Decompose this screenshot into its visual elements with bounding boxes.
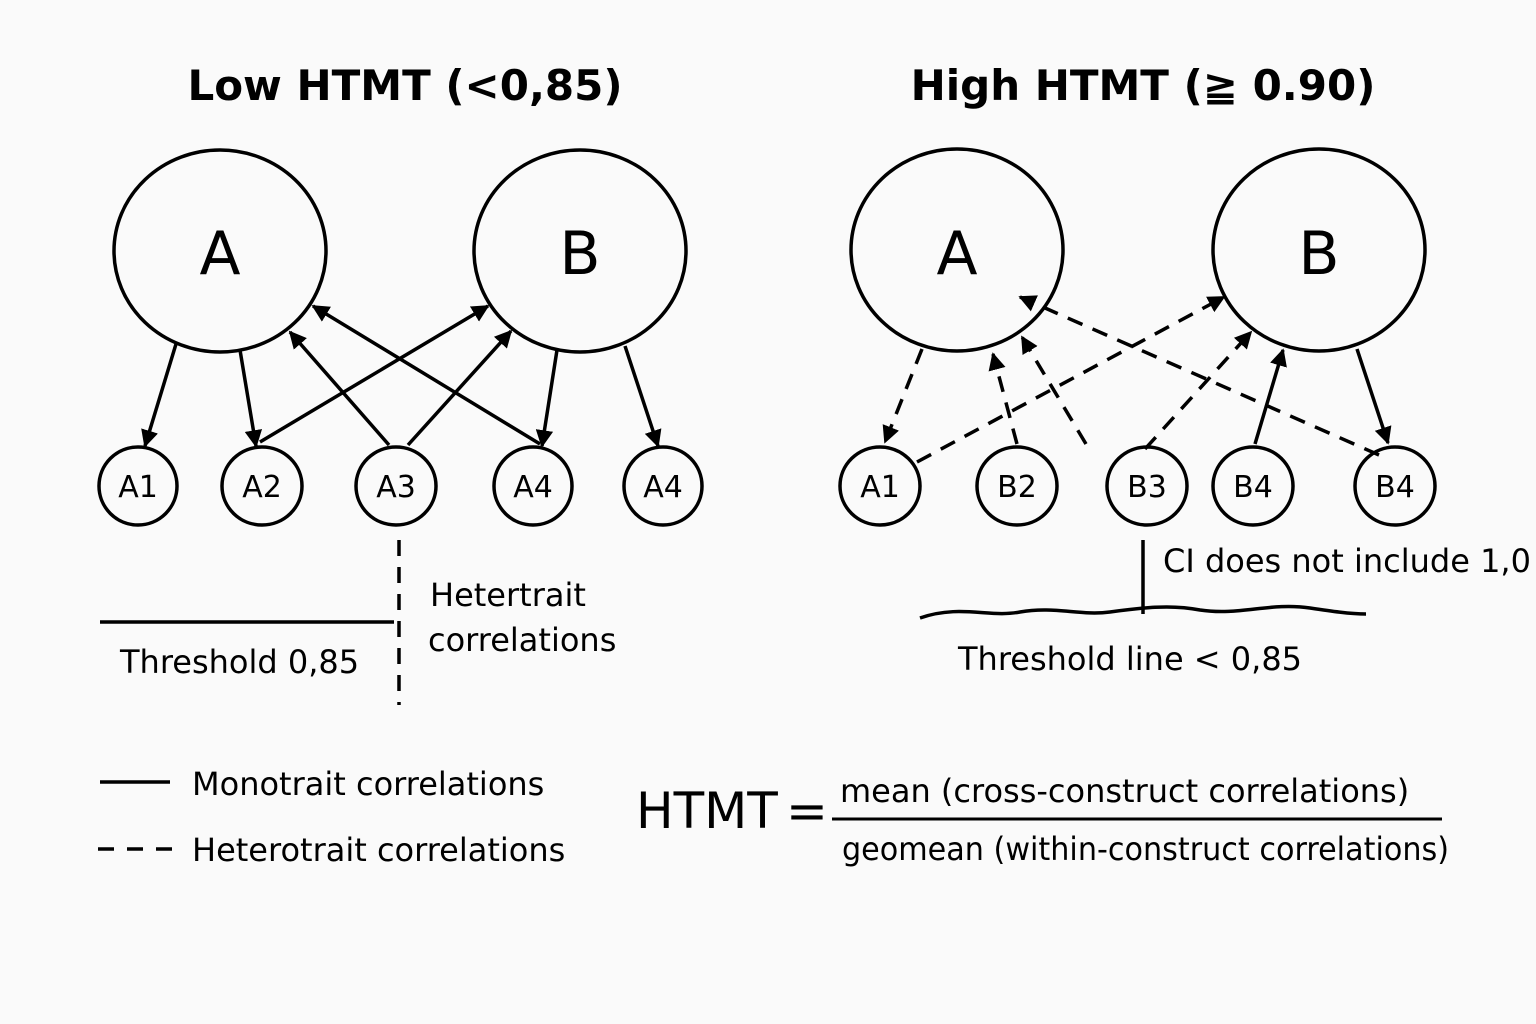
panel-title-low: Low HTMT (<0,85) <box>187 61 622 110</box>
htmt-formula: HTMT = mean (cross-construct correlation… <box>636 772 1449 868</box>
panel-high-htmt: High HTMT (≧ 0.90) A B A1 B2 B3 <box>838 61 1531 678</box>
formula-denominator: geomean (within-construct correlations) <box>842 830 1449 868</box>
edge-b4-a <box>1018 295 1380 457</box>
annotation-hetertrait: Hetertrait <box>430 576 586 614</box>
indicator-label: B3 <box>1127 470 1167 505</box>
edge-b-a4b <box>623 345 662 448</box>
indicator-node: B2 <box>975 445 1059 527</box>
indicator-label: A1 <box>118 470 158 505</box>
edge-a-a2 <box>238 349 263 448</box>
legend: Monotrait correlations Heterotrait corre… <box>98 765 565 869</box>
threshold-label-low: Threshold 0,85 <box>119 643 359 681</box>
threshold-label-high: Threshold line < 0,85 <box>957 640 1302 678</box>
indicator-label: B4 <box>1233 470 1273 505</box>
indicator-label: A4 <box>643 470 683 505</box>
indicator-node: A1 <box>97 445 179 527</box>
edge-a4-a <box>311 304 541 446</box>
formula-numerator: mean (cross-construct correlations) <box>840 772 1409 810</box>
indicator-node: A1 <box>838 445 922 527</box>
construct-label-a: A <box>936 219 977 289</box>
panel-low-htmt: Low HTMT (<0,85) A B A1 A2 <box>97 61 704 705</box>
edge-a2-b <box>259 304 490 444</box>
edge-a-a1 <box>141 343 178 448</box>
edge-a-a1 <box>882 348 924 444</box>
construct-label-b: B <box>559 219 600 289</box>
edge-b4-b <box>1253 348 1287 445</box>
edge-b-b4 <box>1355 348 1392 445</box>
indicator-node: B4 <box>1211 445 1295 527</box>
formula-equals: = <box>786 782 828 840</box>
ci-label: CI does not include 1,0 <box>1163 542 1531 580</box>
construct-node-b: B <box>1211 147 1427 353</box>
formula-lhs: HTMT <box>636 782 778 840</box>
indicator-label: A1 <box>860 470 900 505</box>
panel-title-high: High HTMT (≧ 0.90) <box>911 61 1376 110</box>
construct-node-b: B <box>472 148 688 354</box>
edge-b3-b <box>1143 330 1253 451</box>
edge-a3-b <box>406 329 513 447</box>
indicator-node: A4 <box>492 445 574 527</box>
indicator-label: A3 <box>376 470 416 505</box>
edge-a3-a <box>288 330 391 447</box>
annotation-correlations: correlations <box>428 621 616 659</box>
indicator-label: A4 <box>513 470 553 505</box>
indicator-node: A3 <box>354 445 438 527</box>
edge-b3-a <box>1020 335 1088 445</box>
edge-a1-b <box>916 295 1226 464</box>
indicator-node: B4 <box>1353 445 1437 527</box>
indicator-node: B3 <box>1105 445 1189 527</box>
construct-node-a: A <box>112 148 328 354</box>
indicator-label: A2 <box>242 470 282 505</box>
legend-monotrait: Monotrait correlations <box>192 765 544 803</box>
edge-b2-a <box>988 352 1019 445</box>
construct-label-a: A <box>199 219 240 289</box>
legend-heterotrait: Heterotrait correlations <box>192 831 565 869</box>
indicator-label: B4 <box>1375 470 1415 505</box>
construct-node-a: A <box>849 147 1065 353</box>
edge-b-a4 <box>535 349 559 448</box>
construct-label-b: B <box>1298 219 1339 289</box>
indicator-node: A2 <box>220 445 304 527</box>
indicator-label: B2 <box>997 470 1037 505</box>
indicator-node: A4 <box>622 445 704 527</box>
threshold-wavy-line <box>919 604 1367 620</box>
